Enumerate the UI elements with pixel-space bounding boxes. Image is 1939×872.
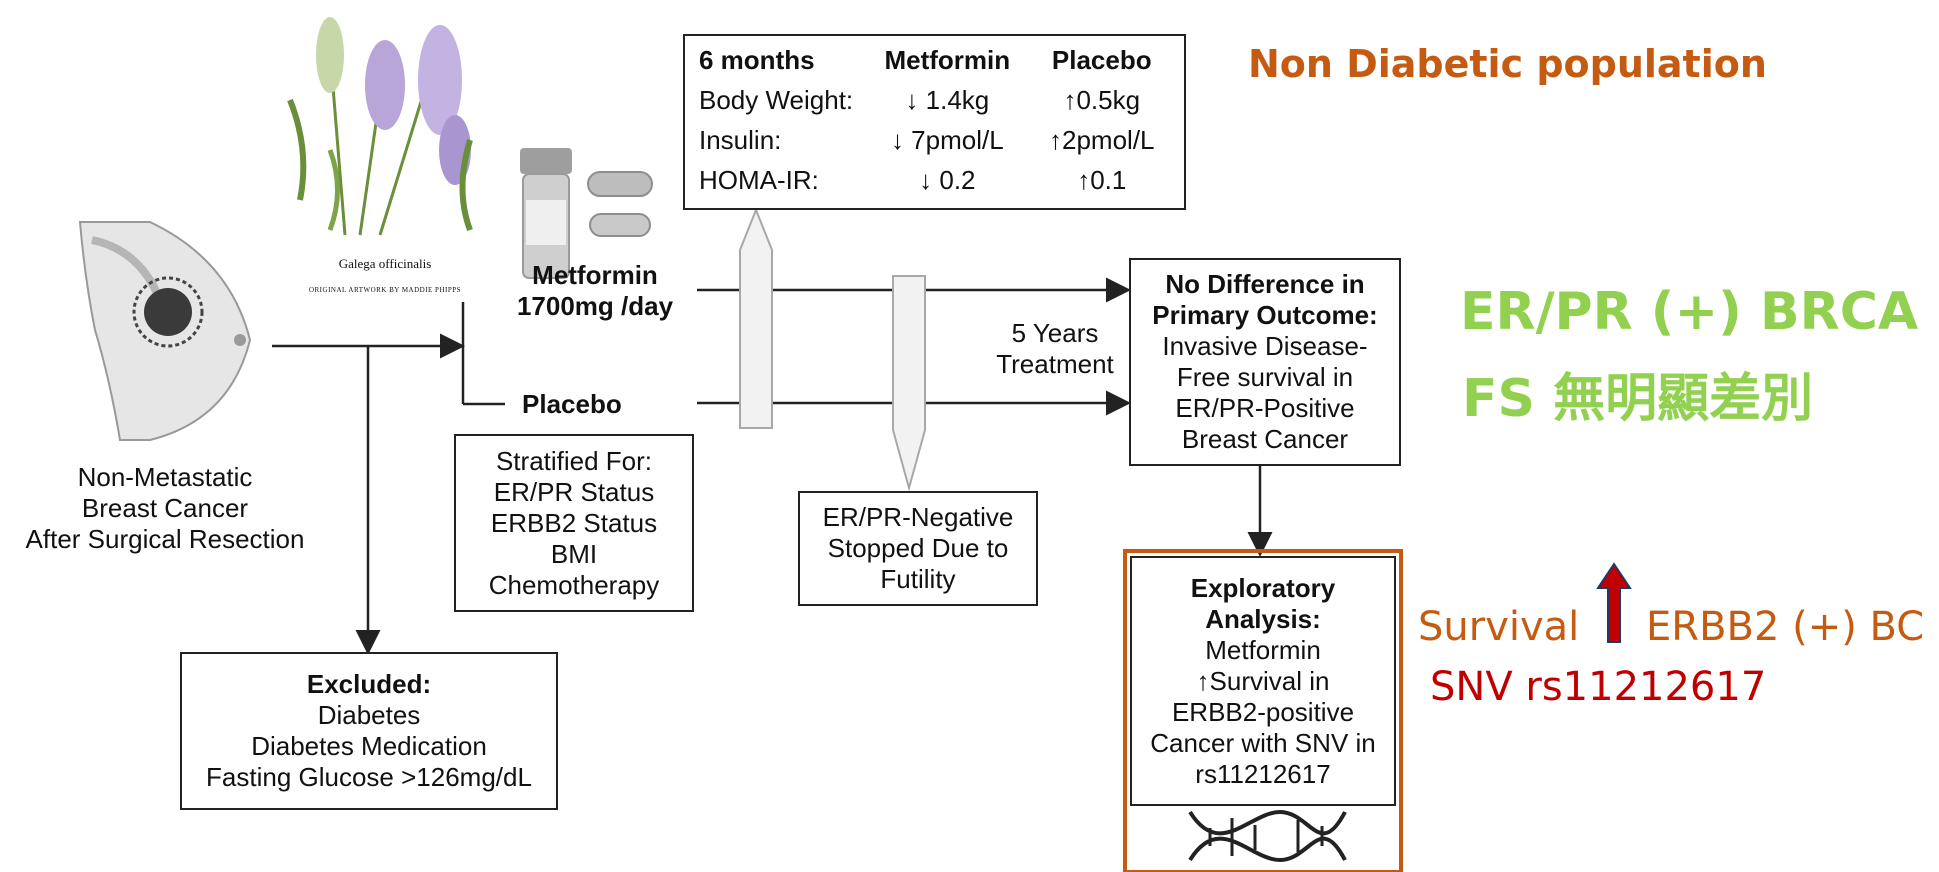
plant-illustration-icon [287, 17, 473, 236]
survival-note-post: ERBB2 (+) BC [1646, 604, 1925, 650]
stratified-item: ER/PR Status [493, 476, 655, 507]
results-header: 6 months [699, 44, 815, 75]
exploratory-title: Exploratory Analysis: [1190, 572, 1336, 634]
excluded-box: Excluded: Diabetes Diabetes Medication F… [180, 652, 558, 810]
stratified-item: Chemotherapy [488, 569, 660, 600]
stratified-box: Stratified For: ER/PR Status ERBB2 Statu… [454, 434, 694, 612]
stratified-item: Stratified For: [495, 445, 653, 476]
results-cell: ↑0.5kg [1063, 84, 1141, 115]
results-cell: HOMA-IR: [699, 164, 819, 195]
survival-note-pre: Survival [1418, 604, 1580, 650]
results-cell: ↓ 7pmol/L [890, 124, 1004, 155]
primary-outcome-title: No Difference in Primary Outcome: [1152, 269, 1378, 330]
population-label: Non-Metastatic Breast Cancer After Surgi… [25, 462, 305, 554]
stratified-item: ERBB2 Status [490, 507, 658, 538]
placebo-arm-label: Placebo [522, 389, 622, 419]
excluded-item: Fasting Glucose >126mg/dL [206, 762, 532, 792]
er-pr-note-line2: FS 無明顯差別 [1462, 356, 1813, 431]
results-cell: ↓ 0.2 [919, 164, 976, 195]
excluded-title: Excluded: [306, 669, 432, 699]
results-cell: Body Weight: [699, 84, 854, 115]
futility-box: ER/PR-Negative Stopped Due to Futility [798, 491, 1038, 606]
breast-illustration-icon [78, 221, 252, 441]
results-table-box: 6 months Metformin Placebo Body Weight: … [683, 34, 1186, 210]
table-row: HOMA-IR: ↓ 0.2 ↑0.1 [695, 160, 1174, 200]
results-cell: Insulin: [699, 124, 782, 155]
up-arrow-icon [1596, 562, 1632, 643]
table-row: Body Weight: ↓ 1.4kg ↑0.5kg [695, 80, 1174, 120]
primary-outcome-box: No Difference in Primary Outcome: Invasi… [1129, 258, 1401, 466]
capsule-icon [587, 171, 653, 237]
pill-bottle-icon [520, 148, 572, 279]
population-note: Non Diabetic population [1248, 42, 1767, 86]
exploratory-body: Metformin ↑Survival in ERBB2-positive Ca… [1150, 634, 1376, 789]
results-header: Placebo [1051, 44, 1152, 75]
results-cell: ↓ 1.4kg [905, 84, 990, 115]
er-pr-note-line1: ER/PR (+) BRCA [1460, 282, 1919, 342]
results-table: 6 months Metformin Placebo Body Weight: … [695, 40, 1174, 200]
treatment-duration-label: 5 Years Treatment [996, 318, 1114, 379]
snv-note: SNV rs11212617 [1430, 664, 1767, 710]
er-pr-note-text: FS 無明顯差別 [1462, 369, 1814, 429]
excluded-item: Diabetes [317, 700, 421, 730]
dna-helix-icon [1188, 809, 1347, 863]
excluded-item: Diabetes Medication [251, 731, 487, 761]
plant-caption: Galega officinalis [338, 256, 432, 271]
metformin-arm-label: Metformin 1700mg /day [516, 260, 674, 321]
exploratory-box: Exploratory Analysis: Metformin ↑Surviva… [1130, 556, 1396, 806]
plant-credit: ORIGINAL ARTWORK BY MADDIE PHIPPS [308, 286, 462, 294]
results-header: Metformin [884, 44, 1011, 75]
stratified-item: BMI [550, 538, 598, 569]
table-row: Insulin: ↓ 7pmol/L ↑2pmol/L [695, 120, 1174, 160]
results-cell: ↑0.1 [1077, 164, 1127, 195]
results-cell: ↑2pmol/L [1049, 124, 1155, 155]
primary-outcome-body: Invasive Disease- Free survival in ER/PR… [1162, 331, 1368, 454]
